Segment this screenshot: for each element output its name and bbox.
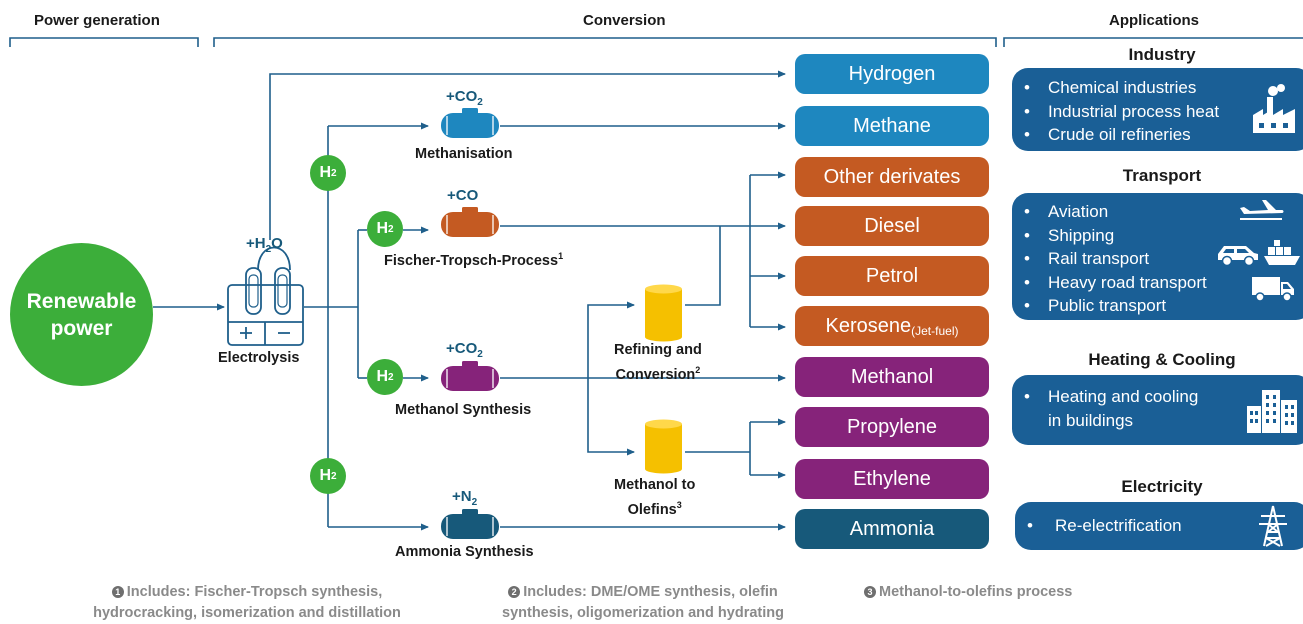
- renewable-label-line2: power: [50, 316, 113, 340]
- product-propylene: Propylene: [795, 407, 989, 447]
- transport-item: Rail transport: [1012, 247, 1303, 271]
- footnote-number: 2: [508, 586, 521, 598]
- transport-item: Heavy road transport: [1012, 271, 1303, 295]
- product-petrol: Petrol: [795, 256, 989, 296]
- cylinder-icon: [645, 284, 682, 342]
- water-input-label: +H2O: [246, 235, 283, 255]
- refining-conversion-label: Refining and Conversion2: [614, 342, 702, 383]
- truck-icon: [1252, 277, 1294, 302]
- product-ethylene: Ethylene: [795, 459, 989, 499]
- co2-input-label: +CO2: [446, 340, 483, 360]
- product-kerosene: Kerosene(Jet-fuel): [795, 306, 989, 346]
- methanol-to-olefins-label: Methanol to Olefins3: [614, 477, 696, 518]
- product-methanol: Methanol: [795, 357, 989, 397]
- transport-item: Public transport: [1012, 294, 1303, 318]
- co2-input-label: +CO2: [446, 88, 483, 108]
- fischer-tropsch-label: Fischer-Tropsch-Process1: [384, 251, 564, 269]
- bracket-power: [9, 37, 199, 47]
- methanisation-label: Methanisation: [415, 146, 513, 162]
- electrolysis-label: Electrolysis: [218, 350, 300, 366]
- cylinder-icon: [645, 419, 682, 474]
- buildings-icon: [1247, 390, 1297, 433]
- header-applications: Applications: [1109, 12, 1200, 29]
- electricity-title: Electricity: [1121, 477, 1203, 496]
- footnote-number: 1: [111, 586, 124, 598]
- product-ammonia: Ammonia: [795, 509, 989, 549]
- n2-input-label: +N2: [452, 488, 478, 508]
- transport-item: Aviation: [1012, 200, 1303, 224]
- header-conversion: Conversion: [583, 12, 666, 29]
- factory-icon: [1253, 84, 1295, 133]
- industry-box: Chemical industries Industrial process h…: [1012, 68, 1303, 151]
- ship-icon: [1264, 240, 1300, 265]
- product-diesel: Diesel: [795, 206, 989, 246]
- electricity-item: Re-electrification: [1015, 514, 1303, 538]
- power-pylon-icon: [1259, 505, 1287, 547]
- bracket-applications: [1003, 37, 1303, 47]
- co-input-label: +CO: [447, 187, 479, 204]
- product-methane: Methane: [795, 106, 989, 146]
- tank-icon: [441, 361, 499, 391]
- product-other-derivates: Other derivates: [795, 157, 989, 197]
- electricity-box: Re-electrification: [1015, 502, 1303, 550]
- industry-item: Crude oil refineries: [1012, 123, 1303, 147]
- tank-icon: [441, 108, 499, 138]
- renewable-label-line1: Renewable: [26, 289, 137, 313]
- bracket-conversion: [213, 37, 997, 47]
- transport-item: Shipping: [1012, 224, 1303, 248]
- heating-cooling-title: Heating & Cooling: [1088, 350, 1236, 369]
- footnote-number: 3: [864, 586, 876, 598]
- header-power-generation: Power generation: [34, 12, 160, 29]
- industry-item: Chemical industries: [1012, 76, 1303, 100]
- industry-item: Industrial process heat: [1012, 100, 1303, 124]
- methanol-synthesis-label: Methanol Synthesis: [395, 402, 532, 418]
- airplane-icon: [1240, 200, 1284, 220]
- transport-title: Transport: [1122, 166, 1202, 185]
- renewable-power-node: Renewable power: [10, 243, 153, 386]
- ammonia-synthesis-label: Ammonia Synthesis: [395, 544, 534, 560]
- electrolyzer-icon: [227, 246, 304, 346]
- product-hydrogen: Hydrogen: [795, 54, 989, 94]
- car-icon: [1218, 246, 1258, 266]
- tank-icon: [441, 207, 499, 237]
- industry-title: Industry: [1128, 45, 1196, 64]
- tank-icon: [441, 509, 499, 539]
